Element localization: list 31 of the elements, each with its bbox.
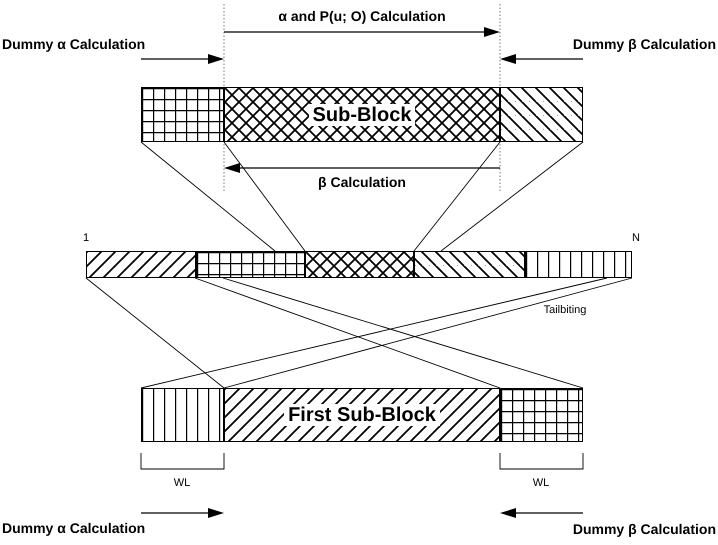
projection-line [140,142,276,252]
grid-hatched-segment [141,87,224,142]
block-label: First Sub-Block [284,404,440,426]
slash-hatched-segment [224,388,500,442]
text-label: Dummy α Calculation [2,36,146,52]
backslash-hatched-segment [414,251,525,278]
text-label: Dummy β Calculation [572,521,716,537]
slash-hatched-segment [86,251,196,278]
projection-line [194,278,500,388]
text-label: WL [174,477,190,489]
grid-hatched-segment [196,251,305,278]
text-label: WL [532,477,550,489]
text-label: α and P(u; O) Calculation [278,8,446,24]
text-label: 1 [82,232,90,244]
projection-line [224,142,306,252]
projection-line [414,142,500,252]
text-label: N [632,232,640,244]
projection-line [140,278,608,388]
text-label: Dummy α Calculation [2,520,146,536]
cross-hatched-segment [224,87,500,142]
text-label: Tailbiting [544,304,586,316]
text-label: β Calculation [318,174,406,190]
vertical-hatched-segment [525,251,632,278]
backslash-hatched-segment [500,87,583,142]
projection-line [86,278,224,388]
cross-hatched-segment [305,251,414,278]
vertical-hatched-segment [141,388,224,442]
block-label: Sub-Block [308,104,416,126]
text-label: Dummy β Calculation [572,36,716,52]
grid-hatched-segment [500,388,583,442]
projection-line [440,142,584,252]
